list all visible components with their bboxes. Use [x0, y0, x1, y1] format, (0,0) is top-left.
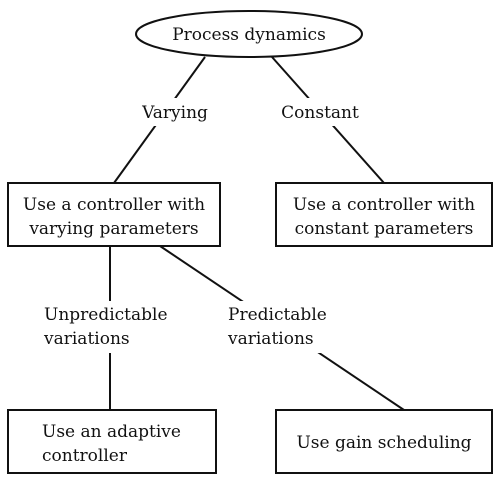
constant-controller-box — [275, 182, 493, 247]
edge-label-predictable-line1: Predictable — [228, 305, 327, 325]
edge-label-unpredictable-line1: Unpredictable — [44, 305, 168, 325]
adaptive-controller-line2: controller — [42, 446, 128, 466]
varying-controller-node: Use a controller with varying parameters — [7, 182, 221, 247]
adaptive-controller-box — [7, 409, 217, 474]
varying-controller-line1: Use a controller with — [23, 195, 205, 215]
root-ellipse — [135, 10, 363, 58]
root-node: Process dynamics — [135, 10, 363, 58]
gain-scheduling-node: Use gain scheduling — [275, 409, 493, 474]
adaptive-controller-node: Use an adaptive controller — [7, 409, 217, 474]
edge-label-unpredictable-line2: variations — [43, 329, 130, 349]
varying-label-bg — [134, 98, 216, 126]
unpredictable-label-bg — [38, 301, 182, 353]
constant-controller-line2: constant parameters — [295, 219, 474, 239]
gain-scheduling-box — [275, 409, 493, 474]
varying-controller-box — [7, 182, 221, 247]
constant-controller-node: Use a controller with constant parameter… — [275, 182, 493, 247]
varying-controller-line2: varying parameters — [28, 219, 198, 239]
constant-label-bg — [272, 98, 368, 126]
predictable-label-bg — [222, 301, 336, 353]
edge-label-varying: Varying — [141, 103, 208, 123]
edge-label-predictable-line2: variations — [227, 329, 314, 349]
gain-scheduling-label: Use gain scheduling — [296, 433, 471, 453]
adaptive-controller-line1: Use an adaptive — [42, 422, 181, 442]
constant-controller-line1: Use a controller with — [293, 195, 475, 215]
root-label: Process dynamics — [172, 25, 326, 45]
edge-label-constant: Constant — [281, 103, 359, 123]
